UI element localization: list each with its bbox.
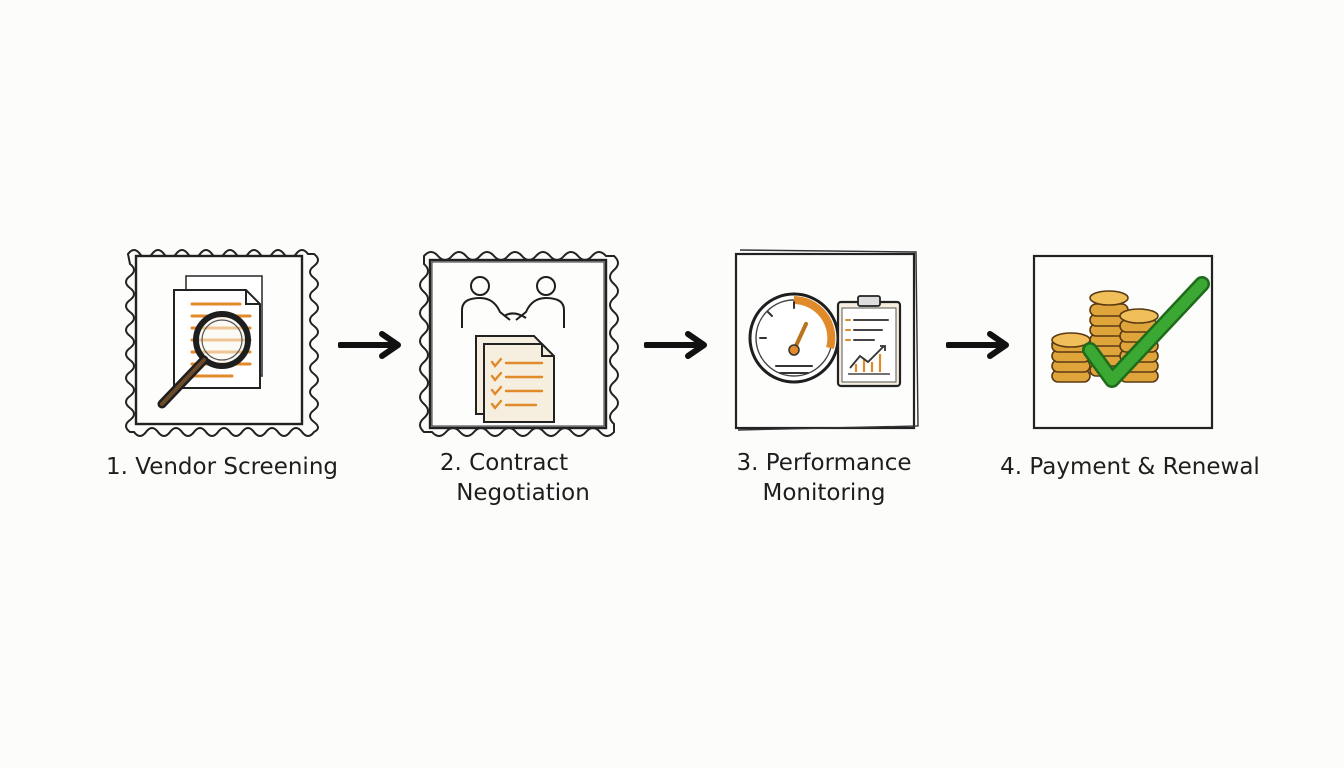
arrow-right-icon	[946, 331, 1009, 359]
step-1-label: 1. Vendor Screening	[84, 452, 360, 482]
step-1-box	[122, 244, 319, 437]
step-4-label-line-1: 4. Payment & Renewal	[1000, 454, 1260, 480]
step-2-label-line-2: Negotiation	[456, 480, 590, 506]
step-1-label-line-1: 1. Vendor Screening	[105, 454, 338, 480]
magnifier-document-icon	[125, 249, 319, 437]
step-2-box	[418, 248, 619, 438]
step-3-label-line-1: 3. Performance	[736, 450, 912, 476]
step-4-label: 4. Payment & Renewal	[980, 452, 1280, 482]
step-3-label: 3. Performance Monitoring	[686, 448, 962, 508]
step-3-box	[734, 248, 920, 432]
step-2-label: 2. Contract Negotiation	[386, 448, 650, 508]
step-2-label-line-1: 2. Contract	[439, 450, 569, 476]
step-4-box	[1030, 252, 1216, 432]
arrow-right-icon	[644, 331, 707, 359]
gauge-clipboard-icon	[734, 249, 919, 431]
coins-checkmark-icon	[1032, 254, 1214, 430]
arrow-right-icon	[338, 331, 401, 359]
handshake-checklist-icon	[419, 251, 619, 437]
step-3-label-line-2: Monitoring	[762, 480, 886, 506]
